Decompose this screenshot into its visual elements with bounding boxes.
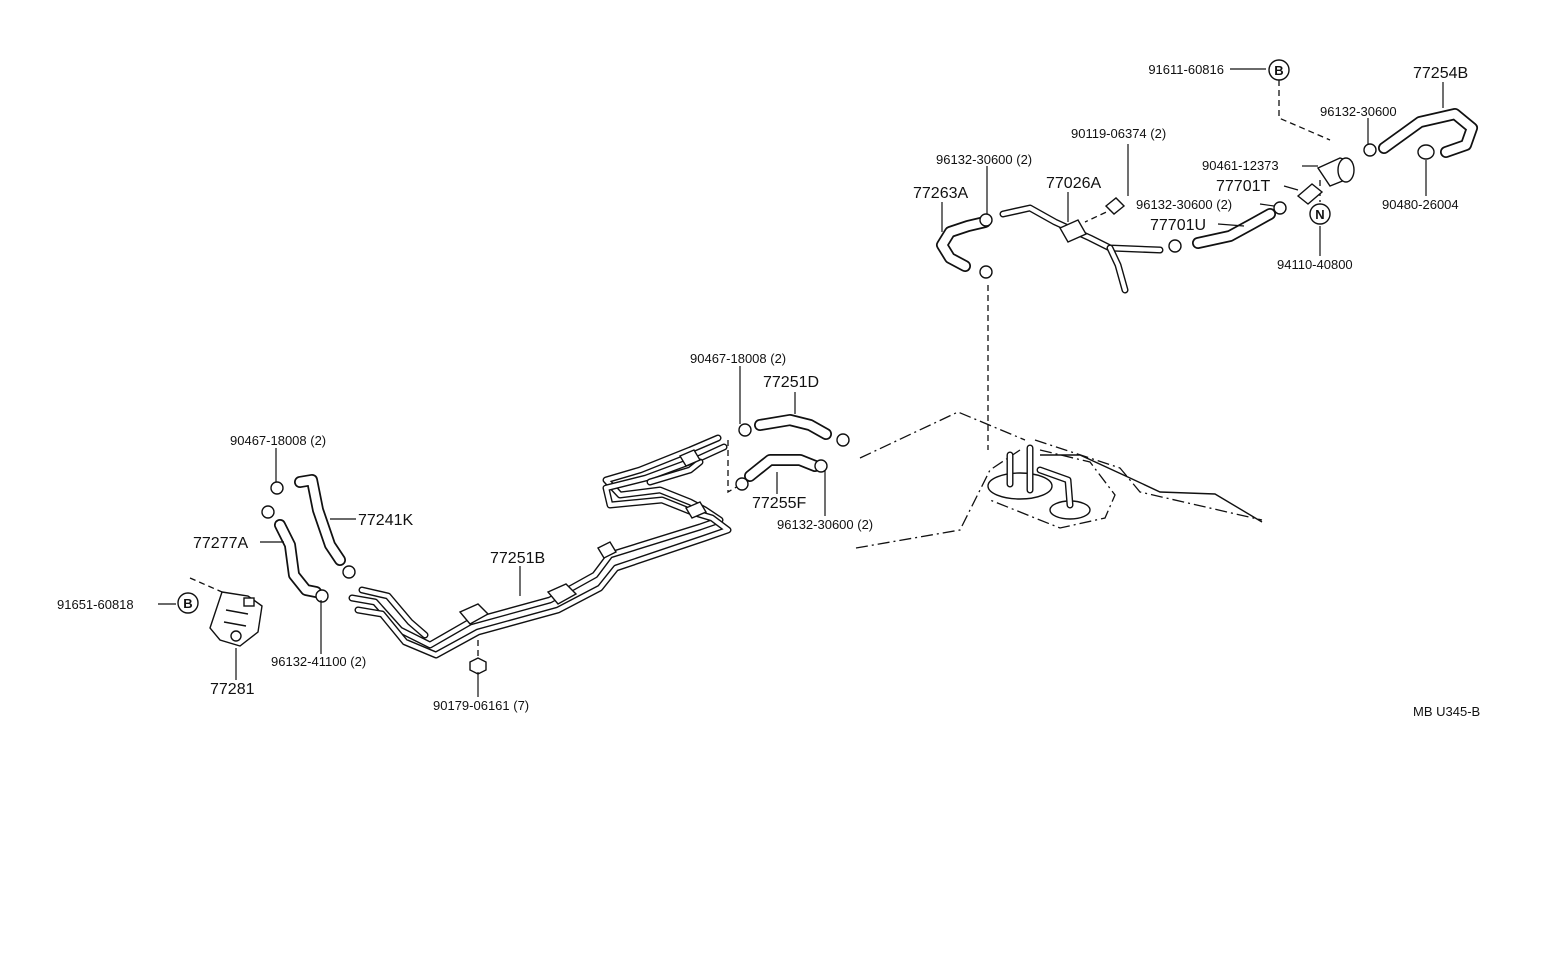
dash-91651	[189, 577, 223, 593]
marker-b-left: B	[177, 592, 199, 614]
pipe-77026A	[999, 204, 1164, 294]
label-90467-18008-2a: 90467-18008 (2)	[690, 351, 786, 366]
figure-code: MB U345-B	[1413, 704, 1480, 719]
label-91611-60816: 91611-60816	[1148, 62, 1224, 77]
label-77277A: 77277A	[193, 535, 248, 552]
svg-text:B: B	[1274, 63, 1283, 78]
clamp-nut-90179	[469, 657, 487, 675]
hose-77241K	[294, 474, 346, 566]
label-90461-12373: 90461-12373	[1202, 158, 1279, 173]
vsv-77281	[209, 591, 263, 647]
marker-b-top: B	[1268, 59, 1290, 81]
label-94110-40800: 94110-40800	[1277, 257, 1353, 272]
label-77701U: 77701U	[1150, 217, 1206, 234]
fuel-tank-outline	[855, 411, 1263, 549]
label-77026A: 77026A	[1046, 175, 1101, 192]
dash-b-to-bracket	[1278, 80, 1331, 141]
main-fuel-pipe-77251B	[348, 434, 732, 659]
label-96132-41100: 96132-41100 (2)	[271, 654, 366, 669]
label-91651-60818: 91651-60818	[57, 597, 134, 612]
label-96132-30600-2b: 96132-30600 (2)	[1136, 197, 1232, 212]
hose-77263A	[936, 216, 991, 272]
hose-77277A	[274, 519, 322, 598]
label-77254B: 77254B	[1413, 65, 1468, 82]
marker-n: N	[1309, 203, 1331, 225]
label-77263A: 77263A	[913, 185, 968, 202]
label-90119-06374: 90119-06374 (2)	[1071, 126, 1166, 141]
hose-77701U	[1192, 208, 1276, 249]
svg-text:B: B	[183, 596, 192, 611]
label-77251B: 77251B	[490, 550, 545, 567]
label-77255F: 77255F	[752, 495, 806, 512]
label-77281: 77281	[210, 681, 255, 698]
label-90179-06161: 90179-06161 (7)	[433, 698, 529, 713]
check-valve-77701T	[1296, 183, 1324, 205]
svg-text:N: N	[1315, 207, 1324, 222]
fuel-pump-unit	[987, 444, 1091, 520]
hose-77254B	[1378, 108, 1478, 158]
clips-left	[261, 481, 356, 603]
clips-middle	[735, 423, 850, 491]
label-90467-18008-2b: 90467-18008 (2)	[230, 433, 326, 448]
pipe-clamps-90179	[458, 449, 708, 625]
leader-lines	[158, 68, 1444, 697]
label-77241K: 77241K	[358, 512, 413, 529]
label-96132-30600-top: 96132-30600	[1320, 104, 1397, 119]
hose-77251D	[754, 414, 832, 440]
label-96132-30600-2a: 96132-30600 (2)	[936, 152, 1032, 167]
clips-top	[979, 143, 1435, 279]
bracket-90461	[1316, 157, 1355, 187]
label-77701T: 77701T	[1216, 178, 1270, 195]
label-77251D: 77251D	[763, 374, 819, 391]
label-96132-30600-2c: 96132-30600 (2)	[777, 517, 873, 532]
label-90480-26004: 90480-26004	[1382, 197, 1459, 212]
hose-77255F	[744, 454, 821, 482]
